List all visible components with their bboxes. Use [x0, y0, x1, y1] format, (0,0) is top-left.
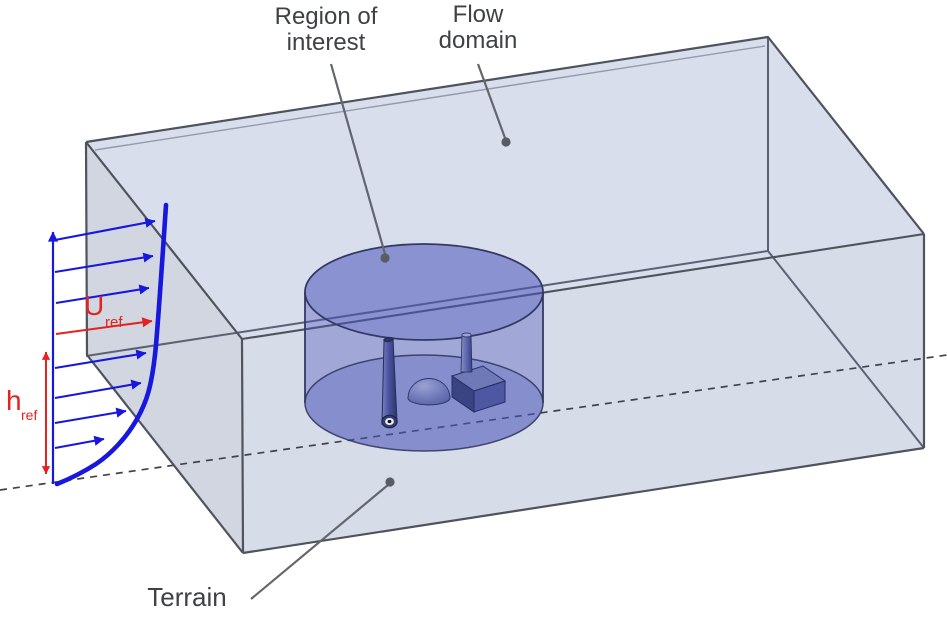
cylinder-top: [304, 243, 544, 341]
flow-domain-label-line2: domain: [438, 27, 518, 54]
u-ref-arrow: [55, 317, 153, 336]
flow-domain-dot: [501, 137, 511, 147]
terrain-label: Terrain: [147, 582, 227, 612]
u-ref-symbol: U: [84, 290, 104, 321]
terrain-structures: [381, 332, 507, 429]
building-chimney-top: [461, 332, 472, 338]
dome: [407, 378, 451, 406]
cylinder-wall: [305, 292, 543, 451]
region-of-interest-label: Region of interest: [246, 4, 406, 56]
velocity-arrow: [54, 252, 154, 274]
wind-profile-curve: [54, 202, 169, 487]
velocity-arrow: [54, 217, 156, 242]
velocity-arrows: [54, 217, 156, 450]
velocity-arrow: [54, 379, 142, 400]
edge-bottom-back-right: [767, 250, 925, 449]
chimney-opening-hole: [387, 419, 392, 424]
region-of-interest-cylinder: [304, 243, 544, 452]
callout-leaders: [250, 63, 507, 600]
edge-bottom-front-right: [242, 446, 925, 555]
ground-level-dashed-line: [0, 354, 947, 491]
box-left-face: [86, 142, 243, 553]
h-ref-subscript: ref: [21, 407, 37, 423]
chimney-top-cap: [383, 336, 394, 343]
building-chimney-body: [460, 334, 473, 373]
dome-cap: [407, 378, 451, 406]
region-of-interest-label-line1: Region of: [274, 3, 378, 30]
box-top-face: [86, 37, 924, 339]
velocity-arrow: [55, 284, 150, 305]
flow-domain-label: Flow domain: [398, 2, 558, 54]
edge-top-back-inner: [94, 45, 766, 151]
velocity-arrow: [54, 349, 147, 370]
edge-left-vertical: [84, 141, 89, 356]
edge-top-back: [85, 35, 925, 235]
region-of-interest-dot: [380, 253, 390, 263]
wind-profile: U ref h ref: [6, 202, 169, 487]
callout-dots: [380, 137, 511, 487]
region-of-interest-label-line2: interest: [286, 29, 366, 56]
region-of-interest-leader: [329, 63, 387, 255]
building-front-wall: [473, 380, 506, 413]
terrain-leader: [250, 484, 389, 600]
building: [450, 332, 507, 413]
u-ref-subscript: ref: [105, 314, 123, 331]
flow-domain-label-line1: Flow: [452, 1, 504, 28]
flow-domain-leader: [476, 63, 507, 139]
h-ref-symbol: h: [6, 385, 22, 416]
velocity-arrow: [54, 407, 127, 425]
terrain-dot: [385, 477, 395, 487]
edge-front-vertical: [240, 338, 245, 554]
velocity-arrow: [54, 435, 105, 450]
chimney-stack: [381, 336, 398, 429]
